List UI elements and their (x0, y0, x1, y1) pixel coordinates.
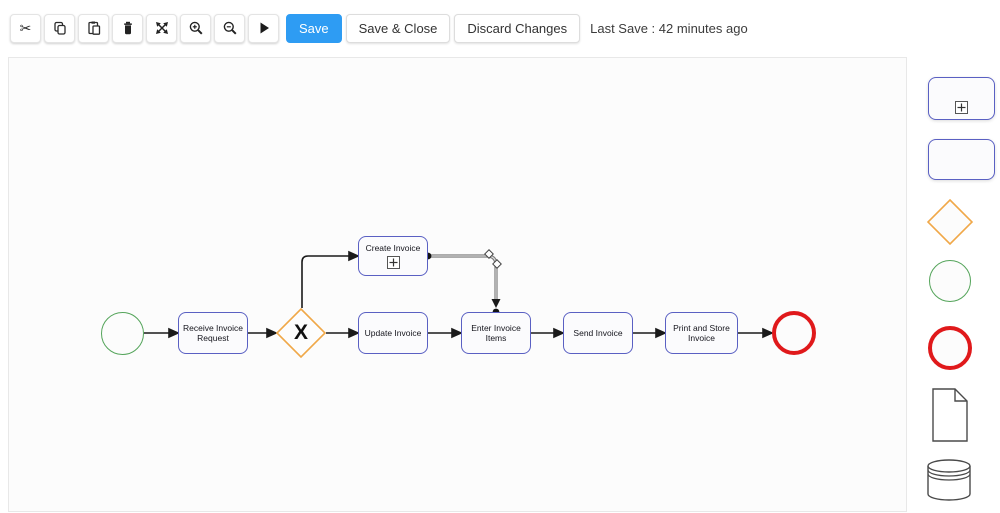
zoom-out-icon (223, 21, 237, 35)
task-label: Print and Store Invoice (673, 322, 730, 343)
data-store-icon (927, 459, 971, 501)
zoom-out-button[interactable] (214, 13, 245, 43)
gateway-diamond-icon (926, 198, 974, 246)
editor-toolbar: ✂ (10, 13, 748, 43)
copy-icon (53, 21, 66, 35)
palette-data-store-shape[interactable] (926, 458, 972, 507)
task-label: Receive Invoice Request (182, 322, 243, 343)
copy-button[interactable] (44, 13, 75, 43)
palette-data-object-shape[interactable] (932, 388, 968, 447)
task-receive-invoice-request[interactable]: Receive Invoice Request (178, 312, 248, 354)
gateway-x-marker: X (293, 321, 308, 344)
palette-gateway-shape[interactable] (926, 198, 974, 250)
end-event-node[interactable] (772, 311, 816, 355)
run-button[interactable] (248, 13, 279, 43)
sequence-flows (144, 249, 774, 339)
cut-icon: ✂ (19, 19, 32, 36)
task-label: Update Invoice (364, 327, 422, 338)
paste-icon (87, 21, 100, 35)
start-event-node[interactable] (101, 312, 144, 355)
gateway-diamond (275, 307, 327, 359)
bpmn-canvas[interactable]: X Receive Invoice Request Create Invoice… (8, 57, 907, 512)
delete-icon (123, 21, 132, 35)
task-enter-invoice-items[interactable]: Enter Invoice Items (461, 312, 531, 354)
palette-subprocess-shape[interactable] (928, 77, 995, 120)
subprocess-plus-icon (386, 255, 400, 269)
fit-to-screen-button[interactable] (146, 13, 177, 43)
palette-task-shape[interactable] (928, 139, 995, 180)
delete-button[interactable] (112, 13, 143, 43)
task-send-invoice[interactable]: Send Invoice (563, 312, 633, 354)
task-print-and-store-invoice[interactable]: Print and Store Invoice (665, 312, 738, 354)
data-object-icon (932, 388, 968, 442)
task-update-invoice[interactable]: Update Invoice (358, 312, 428, 354)
selected-connector[interactable] (424, 249, 502, 316)
task-label: Enter Invoice Items (471, 322, 521, 343)
palette-end-event-shape[interactable] (928, 326, 972, 370)
palette-start-event-shape[interactable] (929, 260, 971, 302)
zoom-in-icon (189, 21, 203, 35)
exclusive-gateway-node[interactable]: X (275, 307, 327, 359)
paste-button[interactable] (78, 13, 109, 43)
subprocess-create-invoice[interactable]: Create Invoice (358, 236, 428, 276)
task-label: Create Invoice (365, 243, 421, 254)
cut-button[interactable]: ✂ (10, 13, 41, 43)
zoom-in-button[interactable] (180, 13, 211, 43)
discard-changes-button[interactable]: Discard Changes (454, 13, 581, 43)
save-button[interactable]: Save (286, 13, 342, 43)
subprocess-plus-icon (955, 101, 968, 114)
last-save-status: Last Save : 42 minutes ago (590, 20, 748, 36)
task-label: Send Invoice (573, 327, 623, 338)
save-and-close-button[interactable]: Save & Close (345, 13, 451, 43)
run-icon (260, 22, 269, 34)
fit-to-screen-icon (155, 22, 168, 34)
